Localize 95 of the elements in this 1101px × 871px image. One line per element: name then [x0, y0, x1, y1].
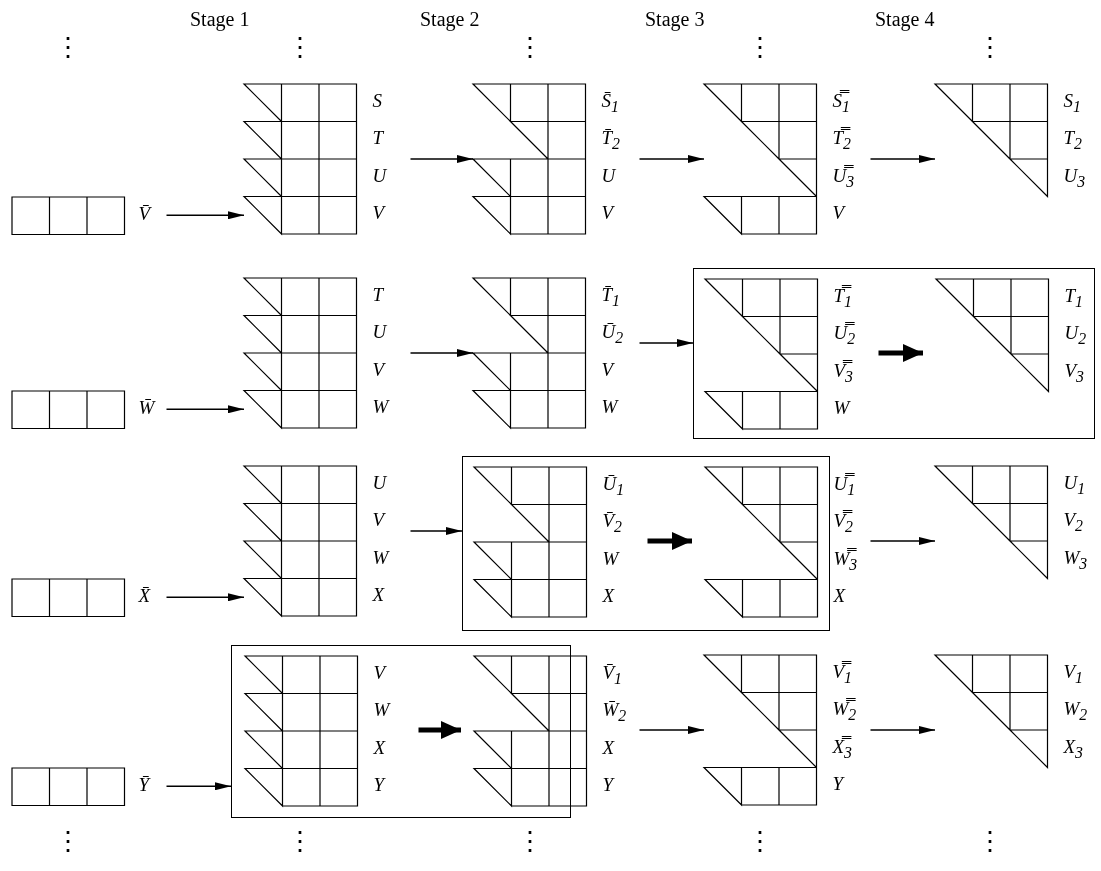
ellipsis-mark: ⋮ [517, 32, 543, 63]
row-label: U [601, 164, 616, 187]
row-label: X [602, 585, 615, 608]
row-label: X [602, 736, 615, 759]
row-label: W̄$_{2}$ [602, 699, 627, 727]
row-label: U [372, 321, 387, 344]
row-label: Y [832, 773, 844, 796]
ellipsis-mark: ⋮ [747, 826, 773, 857]
arrow [165, 593, 245, 602]
ellipsis-mark: ⋮ [55, 826, 81, 857]
row-label: X [833, 585, 846, 608]
row-label: T̿$_{1}$ [833, 284, 852, 312]
row-label: W [833, 397, 850, 420]
row-label: S̿$_{1}$ [832, 89, 850, 117]
bold-arrow [418, 721, 461, 739]
row-label: Ū$_{2}$ [601, 321, 624, 349]
row-label: V [373, 661, 386, 684]
row-label: T$_{2}$ [1063, 127, 1082, 155]
ellipsis-mark: ⋮ [977, 826, 1003, 857]
vector-label: X̄ [138, 585, 151, 608]
row-label: U̿$_{3}$ [832, 164, 855, 192]
ellipsis-mark: ⋮ [55, 32, 81, 63]
vector-label: V̄ [138, 203, 151, 226]
row-label: V [372, 202, 385, 225]
row-label: Y [373, 774, 385, 797]
row-label: T̄$_{1}$ [601, 283, 620, 311]
row-label: V [601, 202, 614, 225]
arrow [638, 726, 705, 734]
frame-box [693, 268, 1095, 439]
row-label: W [601, 396, 618, 419]
arrow [165, 782, 232, 791]
stage-heading: Stage 1 [190, 8, 250, 31]
row-label: T [372, 127, 384, 150]
stage-heading: Stage 2 [420, 8, 480, 31]
vector-label: W̄ [138, 397, 155, 420]
row-label: U̿$_{1}$ [833, 472, 856, 500]
row-label: U$_{3}$ [1063, 164, 1086, 192]
arrow [409, 349, 474, 357]
row-label: W$_{2}$ [1063, 698, 1088, 726]
row-label: X [373, 736, 386, 759]
ellipsis-mark: ⋮ [517, 826, 543, 857]
arrow [638, 339, 694, 347]
arrow [409, 527, 463, 535]
row-label: V̿$_{2}$ [833, 510, 854, 538]
row-label: W [372, 546, 389, 569]
row-label: Ū$_{1}$ [602, 472, 625, 500]
row-label: V̄$_{1}$ [602, 661, 623, 689]
arrow [409, 155, 474, 163]
arrow [869, 726, 936, 734]
vector-label: Ȳ [138, 774, 150, 797]
row-label: U$_{1}$ [1063, 471, 1086, 499]
row-label: W [602, 547, 619, 570]
row-label: T$_{1}$ [1064, 284, 1083, 312]
row-label: X [372, 584, 385, 607]
arrow [869, 537, 936, 545]
row-label: U [372, 471, 387, 494]
row-label: Y [602, 774, 614, 797]
arrow [638, 155, 705, 163]
row-label: V̄$_{2}$ [602, 510, 623, 538]
row-label: W [373, 699, 390, 722]
row-label: W [372, 396, 389, 419]
row-label: T [372, 283, 384, 306]
row-label: X̿$_{3}$ [832, 735, 853, 763]
row-label: U [372, 164, 387, 187]
row-label: V̿$_{3}$ [833, 359, 854, 387]
row-label: X$_{3}$ [1063, 735, 1084, 763]
row-label: V [832, 202, 845, 225]
row-label: T̿$_{2}$ [832, 127, 851, 155]
arrow [165, 405, 245, 414]
row-label: V [601, 358, 614, 381]
row-label: T̄$_{2}$ [601, 127, 620, 155]
row-label: U$_{2}$ [1064, 322, 1087, 350]
row-label: V$_{2}$ [1063, 509, 1084, 537]
bold-arrow [878, 344, 923, 362]
row-label: V̿$_{1}$ [832, 660, 853, 688]
ellipsis-mark: ⋮ [287, 32, 313, 63]
row-label: S$_{1}$ [1063, 89, 1081, 117]
row-label: V$_{3}$ [1064, 359, 1085, 387]
row-label: W̿$_{3}$ [833, 547, 858, 575]
row-label: U̿$_{2}$ [833, 322, 856, 350]
ellipsis-mark: ⋮ [747, 32, 773, 63]
arrow [165, 211, 245, 220]
ellipsis-mark: ⋮ [977, 32, 1003, 63]
stage-heading: Stage 4 [875, 8, 935, 31]
row-label: V [372, 358, 385, 381]
arrow [869, 155, 936, 163]
row-label: S [372, 89, 382, 112]
stage-heading: Stage 3 [645, 8, 705, 31]
row-label: W$_{3}$ [1063, 546, 1088, 574]
ellipsis-mark: ⋮ [287, 826, 313, 857]
bold-arrow [647, 532, 692, 550]
row-label: V [372, 509, 385, 532]
row-label: V$_{1}$ [1063, 660, 1084, 688]
row-label: S̄$_{1}$ [601, 89, 619, 117]
row-label: W̿$_{2}$ [832, 698, 857, 726]
